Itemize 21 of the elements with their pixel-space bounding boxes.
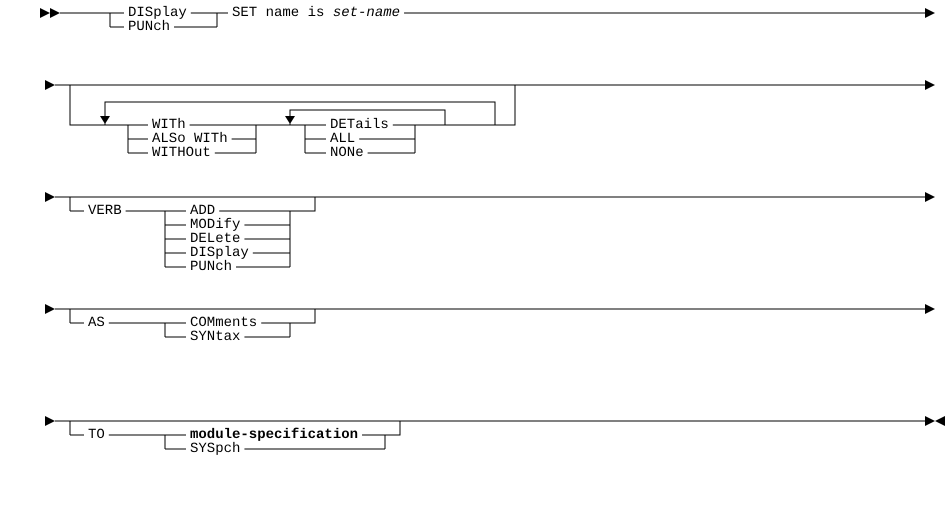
syntax-keyword: SYNtax (190, 329, 240, 345)
syntax-keyword: TO (88, 427, 105, 443)
syntax-keyword: DETails (330, 117, 389, 133)
syntax-clause: SET name is set-name (232, 5, 400, 21)
syntax-keyword: VERB (88, 203, 122, 219)
syntax-keyword: ADD (190, 203, 216, 219)
syntax-keyword: ALSo WITh (152, 131, 228, 147)
syntax-keyword: DISplay (128, 5, 187, 21)
syntax-keyword: PUNch (128, 19, 170, 35)
syntax-keyword: DISplay (190, 245, 249, 261)
syntax-keyword: NONe (330, 145, 364, 161)
syntax-keyword: DELete (190, 231, 240, 247)
syntax-keyword: SYSpch (190, 441, 240, 457)
syntax-keyword: AS (88, 315, 105, 331)
syntax-keyword: WITHOut (152, 145, 211, 161)
syntax-keyword: MODify (190, 217, 240, 233)
syntax-keyword: PUNch (190, 259, 232, 275)
parameter-name: module-specification (190, 427, 358, 443)
syntax-keyword: COMments (190, 315, 258, 331)
syntax-keyword: WITh (152, 117, 186, 133)
syntax-keyword: ALL (330, 131, 356, 147)
